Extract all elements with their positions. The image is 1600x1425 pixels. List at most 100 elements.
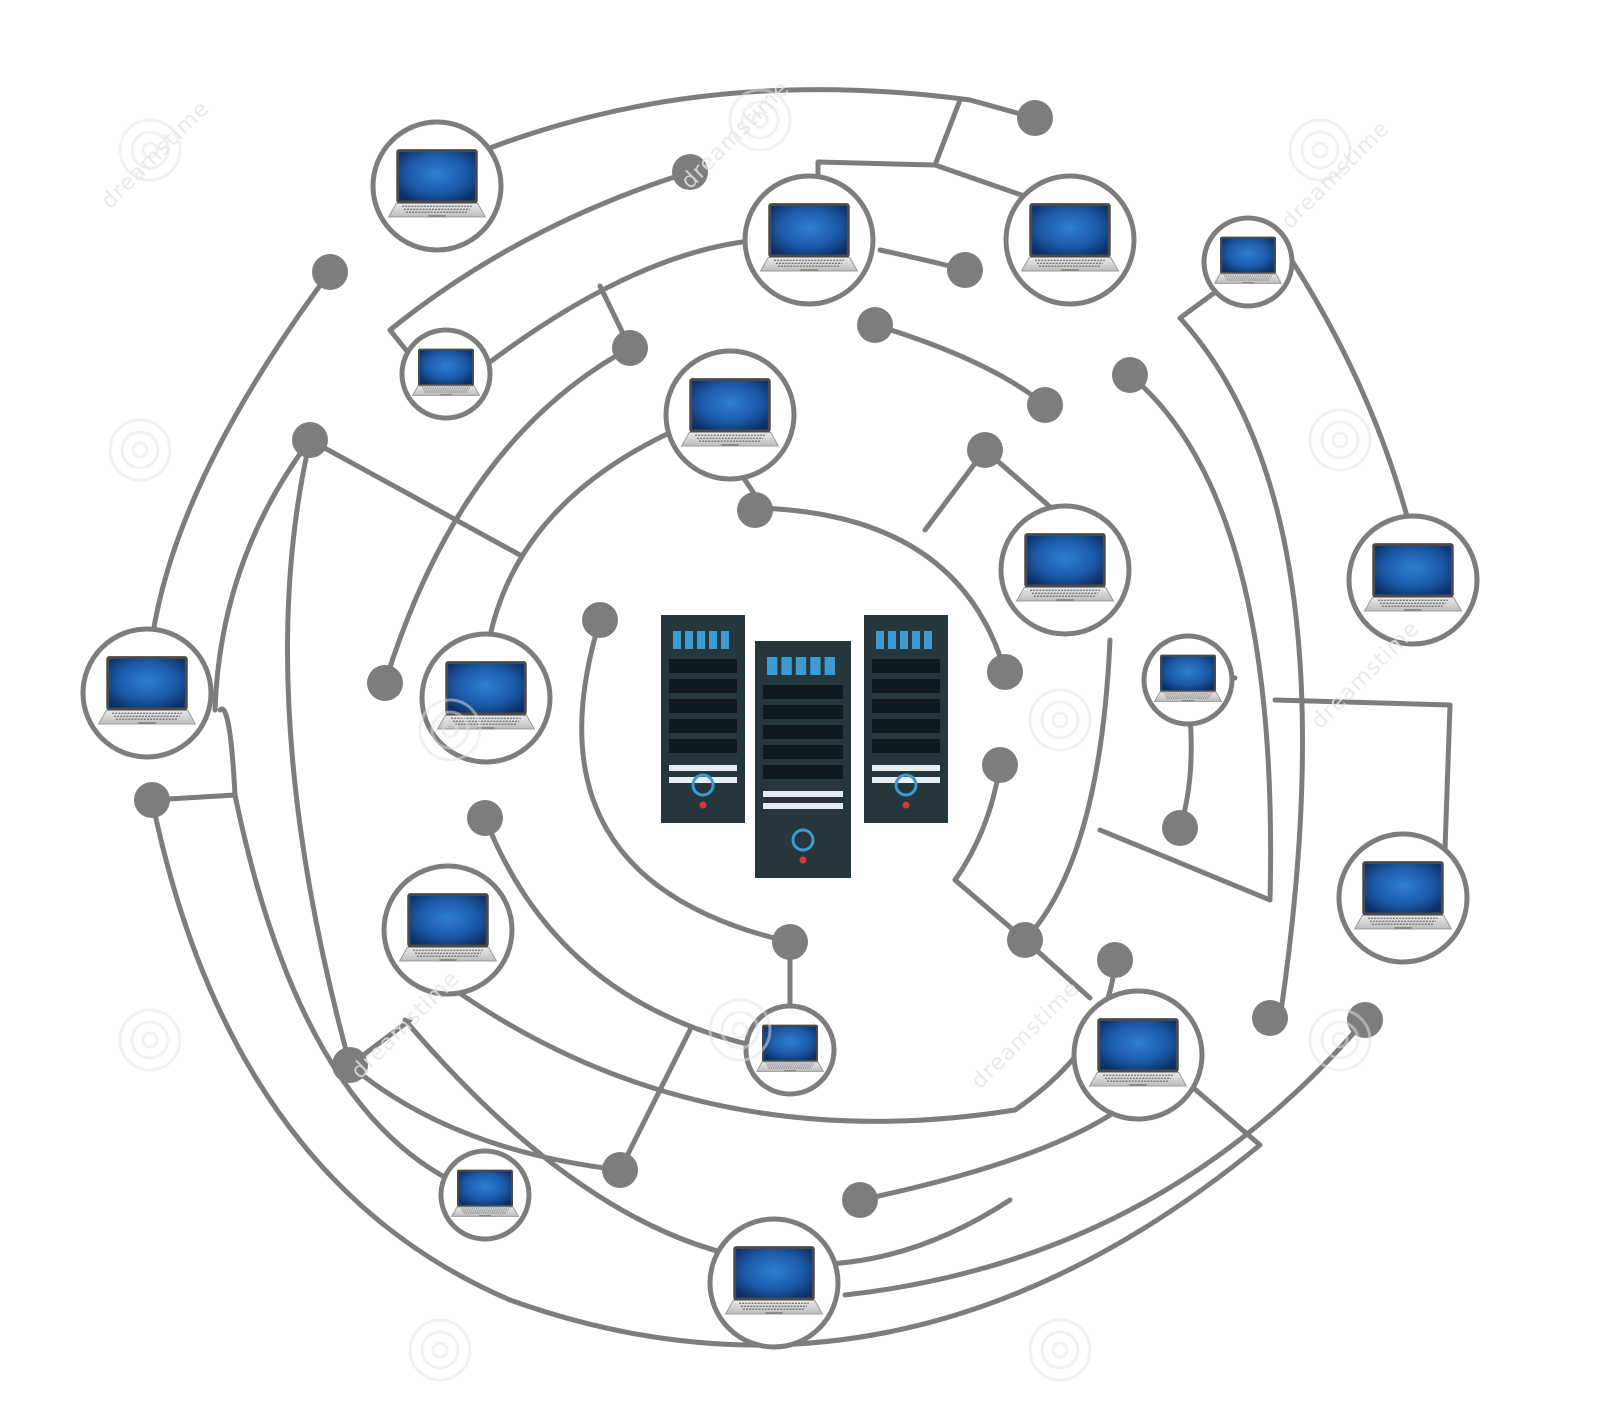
connection-line xyxy=(952,762,1028,943)
connection-line xyxy=(487,237,763,365)
endpoint-dot xyxy=(612,330,648,366)
drive-led xyxy=(685,631,693,649)
endpoint-dot xyxy=(1252,1000,1288,1036)
laptop-icon xyxy=(1015,533,1115,602)
server-tower xyxy=(755,641,851,878)
drive-led xyxy=(767,657,778,675)
drive-bay xyxy=(872,659,940,673)
drive-bay xyxy=(669,659,737,673)
laptop-icon xyxy=(759,203,859,272)
drive-led xyxy=(673,631,681,649)
laptop-icon xyxy=(97,656,197,725)
drive-led xyxy=(697,631,705,649)
laptop-node xyxy=(742,173,876,307)
laptop-node xyxy=(998,503,1132,637)
endpoint-dot xyxy=(982,747,1018,783)
laptop-icon xyxy=(755,1024,825,1072)
endpoint-dot xyxy=(842,1182,878,1218)
connection-line xyxy=(872,322,1048,408)
laptop-icon xyxy=(398,893,498,962)
endpoint-dot xyxy=(1347,1002,1383,1038)
laptop-icon xyxy=(1363,543,1463,612)
drive-led xyxy=(900,631,908,649)
connection-line xyxy=(347,1062,623,1173)
connection-line xyxy=(452,987,1018,1124)
connection-line xyxy=(212,437,313,713)
laptop-node xyxy=(381,863,515,997)
connection-line xyxy=(149,797,1263,1348)
laptop-node xyxy=(1346,513,1480,647)
panel-stripe xyxy=(872,777,940,783)
drive-led xyxy=(924,631,932,649)
drive-bay xyxy=(669,739,737,753)
drive-led xyxy=(795,657,807,675)
watermark-mark xyxy=(408,1318,472,1382)
endpoint-dot xyxy=(1097,942,1133,978)
laptop-icon xyxy=(1020,203,1120,272)
connection-line xyxy=(757,505,1008,675)
drive-bay xyxy=(763,705,843,719)
endpoint-dot xyxy=(672,154,708,190)
endpoint-dot xyxy=(1027,387,1063,423)
drive-bay xyxy=(763,765,843,779)
endpoint-dot xyxy=(467,800,503,836)
laptop-node xyxy=(419,631,553,765)
panel-stripe xyxy=(669,777,737,783)
laptop-icon xyxy=(680,378,780,447)
connection-line xyxy=(307,437,523,558)
drive-led xyxy=(888,631,896,649)
drive-bay xyxy=(669,699,737,713)
endpoint-dot xyxy=(967,432,1003,468)
watermark-mark xyxy=(728,88,792,152)
drive-bay xyxy=(872,699,940,713)
endpoint-dot xyxy=(987,654,1023,690)
server-tower xyxy=(864,615,948,823)
endpoint-dot xyxy=(1007,922,1043,958)
connection-line xyxy=(857,1102,1128,1203)
connection-line xyxy=(1097,372,1274,903)
connection-line xyxy=(815,159,1033,201)
laptop-icon xyxy=(387,149,487,218)
drive-bay xyxy=(763,725,843,739)
endpoint-dot xyxy=(857,307,893,343)
laptop-node xyxy=(399,327,493,421)
connection-line xyxy=(1177,315,1305,1021)
connection-line xyxy=(387,169,693,333)
connection-line xyxy=(617,1027,693,1173)
drive-led xyxy=(709,631,717,649)
watermark-mark xyxy=(1028,688,1092,752)
drive-led xyxy=(781,657,792,675)
laptop-icon xyxy=(724,1246,824,1315)
laptop-node xyxy=(743,1003,837,1097)
drive-bay xyxy=(763,745,843,759)
connection-line xyxy=(482,815,778,1053)
panel-stripe xyxy=(669,765,737,771)
drive-bay xyxy=(872,719,940,733)
connection-line xyxy=(1282,247,1411,523)
power-icon xyxy=(691,773,715,797)
watermark-mark xyxy=(108,418,172,482)
laptop-node xyxy=(1003,173,1137,307)
laptop-icon xyxy=(1353,861,1453,930)
connection-line xyxy=(382,345,633,686)
watermark-text: dreamstime xyxy=(97,96,215,214)
laptop-icon xyxy=(436,661,536,730)
connection-line xyxy=(579,617,793,945)
endpoint-dot xyxy=(312,254,348,290)
connection-line xyxy=(149,269,333,643)
laptop-icon xyxy=(450,1169,520,1217)
connection-line xyxy=(487,87,1038,151)
laptop-nodes xyxy=(80,119,1480,1350)
endpoint-dot xyxy=(947,252,983,288)
server-cluster xyxy=(661,615,948,878)
endpoint-dot xyxy=(367,665,403,701)
connection-line xyxy=(487,425,683,639)
laptop-node xyxy=(707,1216,841,1350)
drive-bay xyxy=(763,685,843,699)
server-tower xyxy=(661,615,745,823)
watermark-text: dreamstime xyxy=(1307,616,1425,734)
endpoint-dot xyxy=(134,782,170,818)
endpoint-dot xyxy=(332,1047,368,1083)
